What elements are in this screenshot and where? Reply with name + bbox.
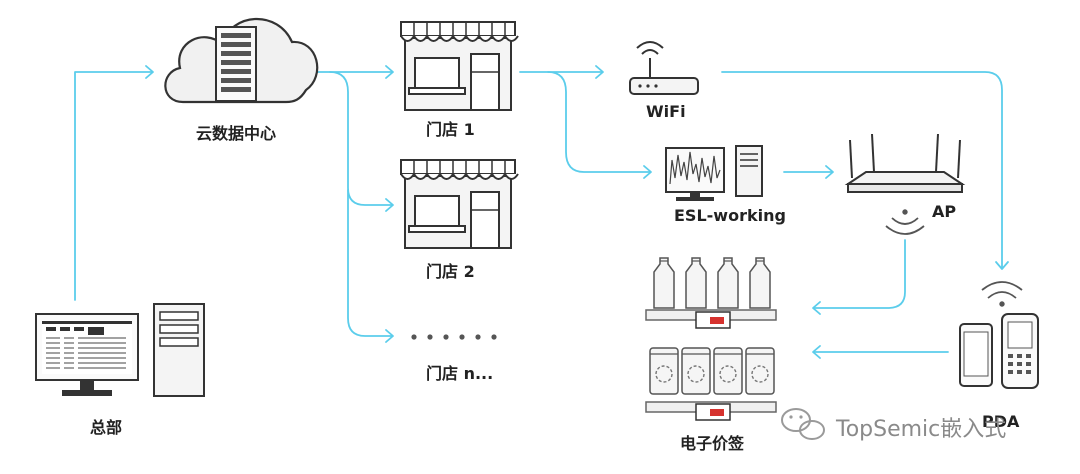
store-1-label: 门店 1: [426, 120, 475, 139]
arrowhead: [995, 261, 1009, 270]
esl-tag-icon: [695, 311, 731, 329]
ap-signal-icon: [885, 209, 925, 235]
store-n-label: 门店 n...: [426, 364, 494, 383]
handheld-terminal-icon: [1001, 313, 1039, 389]
arrowhead: [825, 165, 834, 179]
shelf-bottom-icon: [645, 347, 777, 413]
smartphone-icon: [959, 323, 993, 387]
connector-cloud-to-storen: [347, 189, 393, 337]
arrowhead: [385, 329, 394, 343]
connector-cloud-to-store2: [329, 71, 393, 206]
pda-label: PDA: [982, 412, 1020, 431]
esl-tag-icon: [695, 403, 731, 421]
connector-store1-to-esl: [547, 71, 651, 173]
arrowhead: [595, 65, 604, 79]
arrowhead: [812, 345, 821, 359]
arrowhead: [812, 301, 821, 315]
headquarters-label: 总部: [90, 418, 123, 437]
cloud-icon: [164, 17, 319, 104]
shelf-top-icon: [645, 257, 777, 321]
arrowhead: [385, 65, 394, 79]
wifi-router-icon: [629, 41, 699, 95]
arrowhead: [385, 198, 394, 212]
connector-wifi-to-pda: [721, 71, 1003, 269]
more-stores-dots-icon: [411, 334, 497, 340]
watermark-text: TopSemic嵌入式: [836, 417, 1007, 442]
connector-lines: [74, 65, 1009, 359]
arrowhead: [145, 65, 154, 79]
access-point-icon: [844, 133, 966, 193]
ap-label: AP: [932, 202, 957, 221]
wechat-logo-icon: [781, 408, 825, 440]
arrowhead: [643, 165, 652, 179]
cloud-data-center-label: 云数据中心: [196, 124, 277, 143]
store-1-icon: [400, 21, 519, 111]
wifi-label: WiFi: [646, 102, 686, 121]
electronic-shelf-label-label: 电子价签: [680, 434, 745, 453]
headquarters-computer-icon: [35, 303, 205, 397]
esl-working-label: ESL-working: [674, 206, 786, 225]
store-2-icon: [400, 159, 519, 249]
connector-ap-to-tags: [813, 239, 906, 309]
connector-hq-to-cloud: [74, 71, 153, 301]
store-2-label: 门店 2: [426, 262, 475, 281]
esl-workstation-icon: [665, 145, 763, 201]
pda-signal-icon: [981, 281, 1023, 307]
